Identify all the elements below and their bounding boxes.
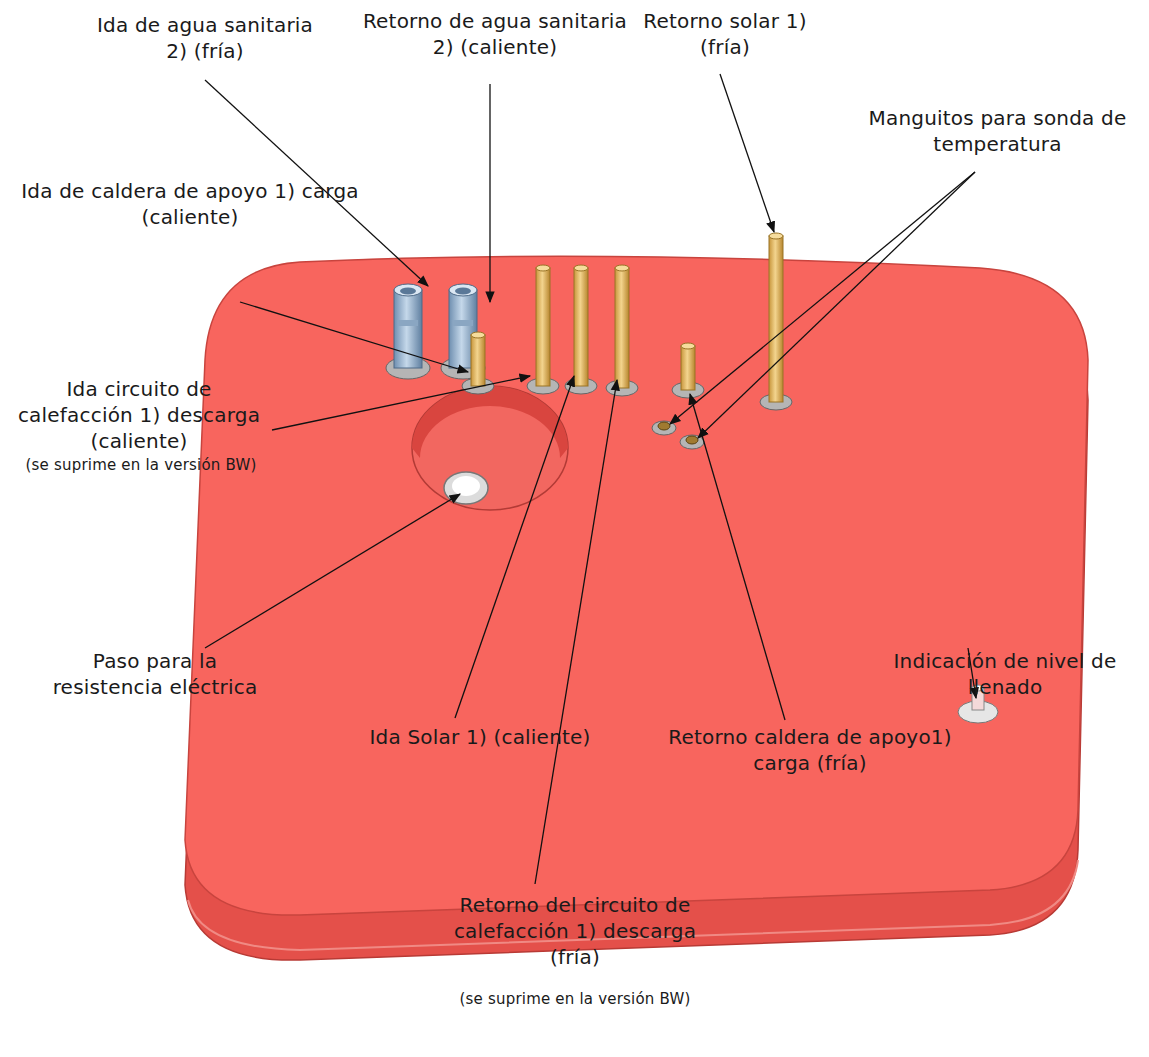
- callout-label: Retorno caldera de apoyo1) carga (fría): [650, 724, 970, 776]
- heater-opening: [412, 386, 568, 510]
- callout-label: Ida circuito de calefacción 1) descarga …: [6, 376, 272, 454]
- callout-label: (se suprime en la versión BW): [455, 990, 695, 1010]
- tank-lid-top: [185, 256, 1088, 915]
- callout-label: Ida de agua sanitaria 2) (fría): [95, 12, 315, 64]
- callout-label: Ida Solar 1) (caliente): [355, 724, 605, 750]
- callout-label: Ida de caldera de apoyo 1) carga (calien…: [20, 178, 360, 230]
- callout-label: Indicación de nivel de llenado: [875, 648, 1135, 700]
- callout-label: Paso para la resistencia eléctrica: [40, 648, 270, 700]
- callout-label: Retorno solar 1) (fría): [625, 8, 825, 60]
- gold-pipes: [462, 233, 792, 410]
- sanitary-pipes: [386, 284, 485, 379]
- callout-label: (se suprime en la versión BW): [16, 456, 266, 476]
- sensor-sleeves: [652, 421, 704, 449]
- callout-label: Manguitos para sonda de temperatura: [860, 105, 1135, 157]
- callout-label: Retorno del circuito de calefacción 1) d…: [430, 892, 720, 970]
- callout-label: Retorno de agua sanitaria 2) (caliente): [355, 8, 635, 60]
